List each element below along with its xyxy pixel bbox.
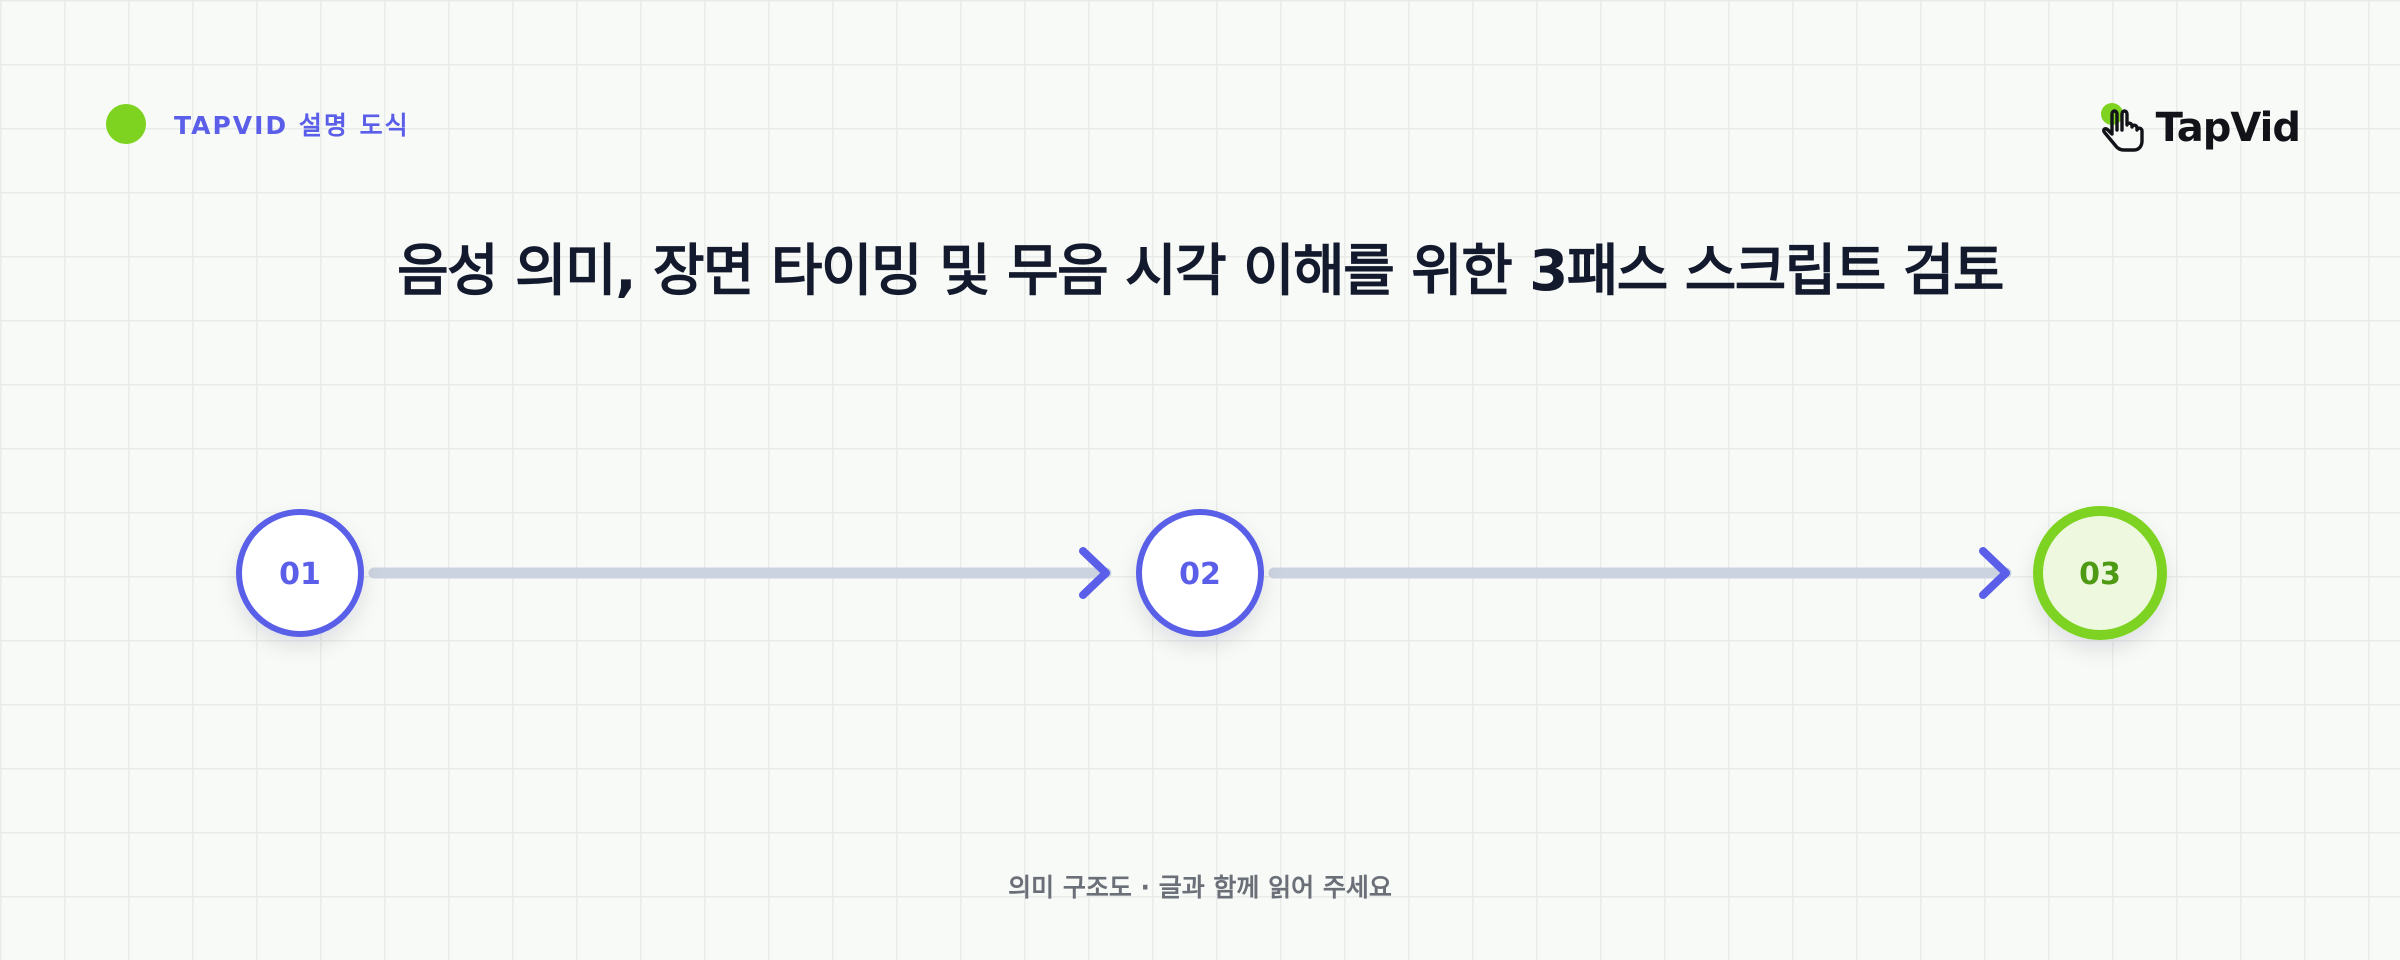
step-label-03: 03 [2079,557,2121,592]
green-dot-icon [106,104,146,144]
step-label-02: 02 [1179,557,1221,592]
connector-arrow-2 [1268,547,2012,599]
pointing-hand-icon [2098,100,2154,156]
step-label-01: 01 [279,557,321,592]
connector-arrow-1 [368,547,1112,599]
diagram-caption: 의미 구조도 · 글과 함께 읽어 주세요 [1008,873,1392,902]
page-title: 음성 의미, 장면 타이밍 및 무음 시각 이해를 위한 3패스 스크립트 검토 [397,239,2004,304]
step-node-01: 01 [236,509,364,637]
tag-label: TAPVID 설명 도식 [174,111,410,140]
diagram-tag: TAPVID 설명 도식 [106,104,410,144]
step-node-03: 03 [2033,506,2167,640]
brand-name: TapVid [2155,105,2301,151]
step-node-02: 02 [1136,509,1264,637]
brand-logo: TapVid [2098,100,2301,156]
